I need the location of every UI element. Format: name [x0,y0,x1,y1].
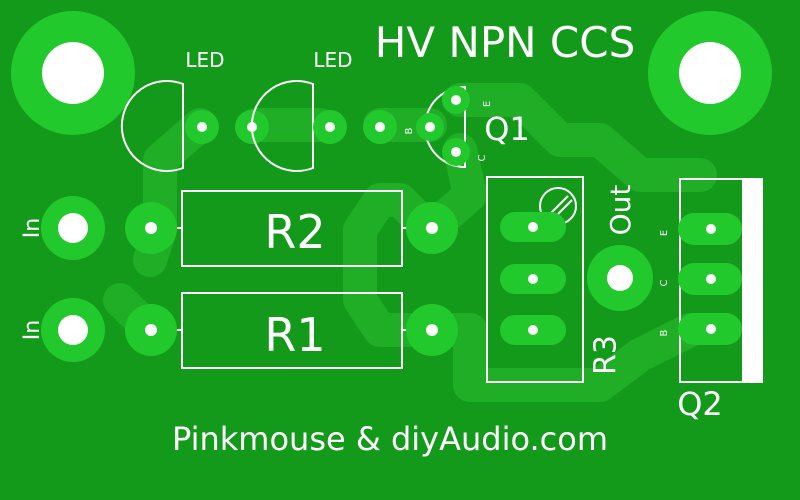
pad-hole [706,324,716,334]
r3-label: R3 [589,335,624,375]
led2-outline [250,80,314,172]
r3-outline [486,176,584,383]
trace-r2-r1 [343,183,447,347]
input-1: In [20,196,105,260]
pad-hole [145,324,157,336]
pad-hole [425,122,435,132]
pad-hole [325,122,335,132]
hole [679,42,741,104]
pad-hole [375,122,385,132]
credit-text: Pinkmouse & diyAudio.com [172,420,608,458]
pad-hole [706,224,716,234]
pad-hole [197,122,207,132]
q2-footprint: E C B Q2 [659,178,763,423]
led2-footprint: LED [250,48,397,172]
in2-label: In [20,320,45,340]
trace-r1-q2b [413,313,707,402]
r2-label: R2 [264,205,325,259]
board-title: HV NPN CCS [375,18,636,67]
pad-hole [528,325,538,335]
q2-label: Q2 [677,385,723,423]
q2-heat-tab [742,179,762,382]
q2-c-label: C [659,279,670,286]
input-2: In [20,298,105,362]
pad-hole [451,147,461,157]
pad-hole [706,274,716,284]
q1-c-label: C [477,154,488,161]
led1-outline [120,80,184,172]
mounting-hole-right [648,11,772,135]
hole [58,213,88,243]
hole [607,265,633,291]
q1-label: Q1 [484,110,530,148]
r1-label: R1 [264,308,325,362]
r2-footprint: R2 [125,190,458,267]
hole [42,42,104,104]
led1-label: LED [185,48,224,72]
trace-q1-e [443,83,717,192]
output: Out [587,185,653,311]
q2-e-label: E [659,230,670,236]
r1-footprint: R1 [125,292,458,369]
pad-hole [451,95,461,105]
led2-label: LED [313,48,352,72]
mounting-hole-left [11,11,135,135]
q1-e-label: E [482,101,493,107]
out-label: Out [604,185,637,236]
pad-hole [528,274,538,284]
pad-hole [528,222,538,232]
q1-footprint: E B C Q1 [404,85,530,169]
in1-label: In [20,218,45,238]
hole [58,315,88,345]
pad-hole [426,324,438,336]
r3-footprint: R3 [486,176,624,383]
q2-b-label: B [659,329,670,336]
pad-hole [426,222,438,234]
q1-b-label: B [404,127,415,134]
pad-hole [145,222,157,234]
